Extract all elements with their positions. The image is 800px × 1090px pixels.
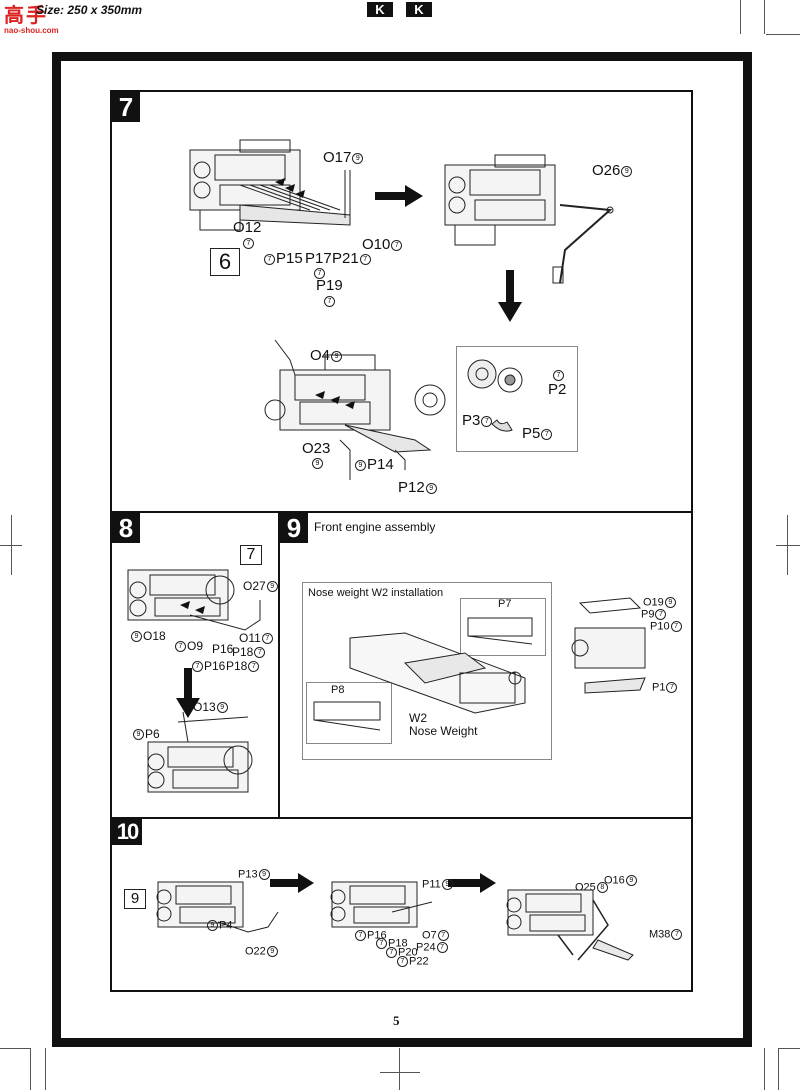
arrow-down-7 (498, 270, 522, 322)
part-mark-o12: 7 (242, 236, 255, 250)
arrow-right-10a (270, 873, 314, 893)
engine-drawing-7a (189, 139, 351, 231)
step-9-title: Front engine assembly (314, 520, 436, 534)
engine-drawing-10b (330, 881, 433, 928)
part-mark-o23: 9 (311, 456, 324, 470)
step-number-9: 9 (280, 513, 308, 543)
part-label-p2: P2 (548, 381, 567, 398)
engine-drawing-10c (506, 889, 634, 961)
site-logo: 高手 nao-shou.com (4, 4, 68, 38)
engine-drawing-7c (264, 339, 446, 480)
p8-detail-drawing (313, 701, 381, 731)
p7-detail-drawing (467, 617, 533, 645)
ref-box-7: 7 (240, 545, 262, 565)
logo-text: 高手 (4, 3, 48, 27)
logo-subtext: nao-shou.com (4, 26, 59, 35)
part-mark-p19: 7 (323, 294, 336, 308)
step-number-10: 10 (112, 819, 142, 845)
part-label-w2: W2 (409, 711, 427, 725)
ref-box-9: 9 (124, 889, 146, 909)
step-number-8: 8 (112, 513, 140, 543)
part-label-p19: P19 (316, 277, 343, 294)
part-mark-p17: 7 (313, 266, 326, 280)
part-label-nose-weight: Nose Weight (409, 724, 478, 738)
detail-box-p8 (306, 682, 392, 744)
page-number: 5 (393, 1013, 400, 1028)
page-frame (52, 52, 752, 1047)
part-mark-p2: 7 (552, 368, 565, 382)
part-label-p16a: P16 (212, 642, 234, 656)
nose-weight-subtitle: Nose weight W2 installation (308, 587, 444, 599)
nose-weight-box (302, 582, 552, 760)
propeller-hub-drawing (467, 359, 523, 432)
page-size-label: Size: 250 x 350mm (36, 3, 143, 17)
part-label-o12: O12 (233, 219, 262, 236)
part-label-p17: P17 (305, 250, 332, 267)
nose-weight-drawing (349, 632, 526, 714)
arrow-right-10b (448, 873, 496, 893)
engine-drawing-7b (444, 154, 614, 284)
arrow-down-8 (176, 668, 200, 718)
engine-drawing-8a (127, 569, 261, 631)
tag-k-right: K (406, 2, 432, 17)
tag-k-left: K (367, 2, 393, 17)
panel-step-10 (110, 817, 693, 992)
detail-box-7 (456, 346, 578, 452)
engine-drawing-10a (156, 881, 279, 933)
part-label-o23: O23 (302, 440, 331, 457)
arrow-right-7 (375, 185, 423, 207)
front-engine-drawing (571, 597, 646, 694)
engine-drawing-8b (147, 711, 253, 793)
part-label-p7: P7 (498, 598, 512, 610)
ref-box-6: 6 (210, 248, 240, 276)
step-number-7: 7 (112, 92, 140, 122)
part-label-p8: P8 (331, 684, 345, 696)
detail-box-p7 (460, 598, 546, 656)
